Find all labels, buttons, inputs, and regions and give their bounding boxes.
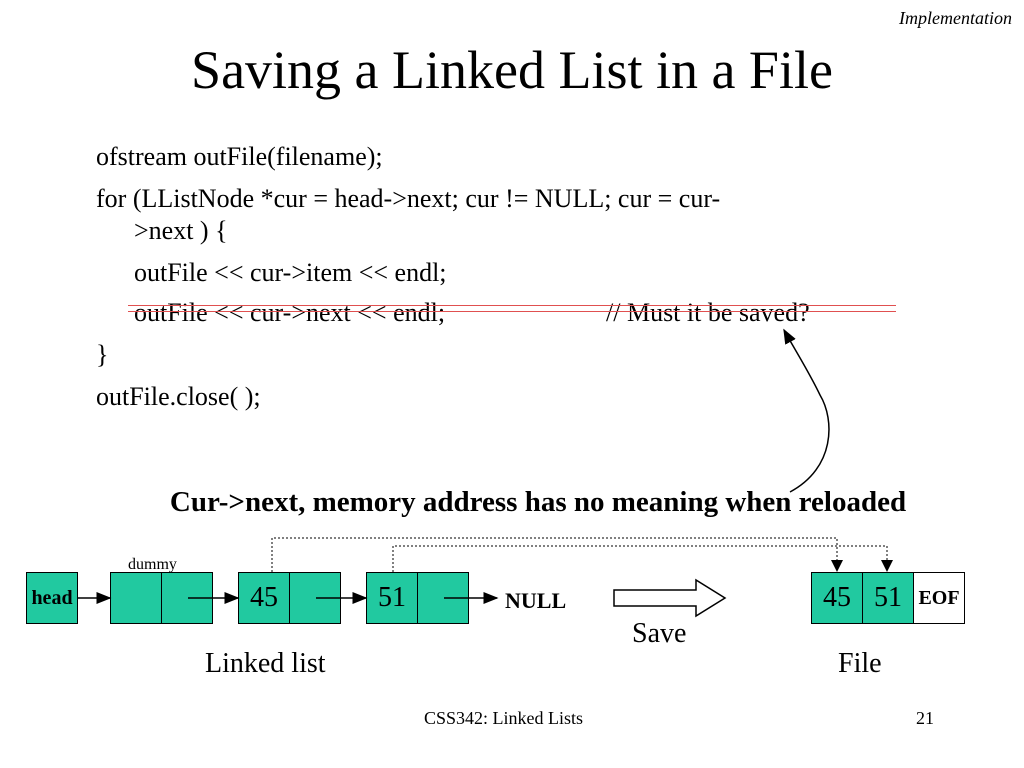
- code-line-2: for (LListNode *cur = head->next; cur !=…: [96, 184, 721, 213]
- file-item-1-cell: 45: [811, 572, 863, 624]
- node-1-to-file-dotted-line: [271, 537, 838, 572]
- node-1-item-cell: 45: [238, 572, 290, 624]
- note-to-comment-curved-arrow: [783, 328, 830, 493]
- code-line-5: }: [96, 340, 109, 369]
- save-block-arrow: [613, 578, 727, 618]
- save-label: Save: [632, 618, 687, 649]
- node-2-item-cell: 51: [366, 572, 418, 624]
- node-2-to-file-arrowhead: [881, 560, 893, 572]
- code-line-3: outFile << cur->item << endl;: [134, 258, 447, 287]
- code-comment: // Must it be saved?: [606, 298, 810, 327]
- file-caption: File: [838, 648, 882, 679]
- slide-title: Saving a Linked List in a File: [191, 40, 833, 100]
- file-item-2-cell: 51: [862, 572, 914, 624]
- code-line-6: outFile.close( );: [96, 382, 261, 411]
- null-label: NULL: [505, 588, 567, 613]
- dummy-label: dummy: [128, 556, 177, 573]
- page-number: 21: [916, 708, 934, 728]
- node-2-to-file-dotted-line: [392, 545, 888, 572]
- strikethrough-line-bottom: [128, 311, 896, 312]
- footer-course-label: CSS342: Linked Lists: [424, 708, 584, 728]
- explanation-note: Cur->next, memory address has no meaning…: [169, 486, 907, 518]
- code-line-4-struck: outFile << cur->next << endl;: [134, 298, 446, 327]
- strikethrough-line-top: [128, 305, 896, 306]
- linked-list-caption: Linked list: [205, 648, 326, 679]
- code-line-2-continued: >next ) {: [134, 216, 228, 245]
- node-1-to-file-arrowhead: [831, 560, 843, 572]
- code-line-1: ofstream outFile(filename);: [96, 142, 383, 171]
- head-pointer-box: head: [26, 572, 78, 624]
- section-label: Implementation: [899, 8, 1012, 28]
- eof-cell: EOF: [913, 572, 965, 624]
